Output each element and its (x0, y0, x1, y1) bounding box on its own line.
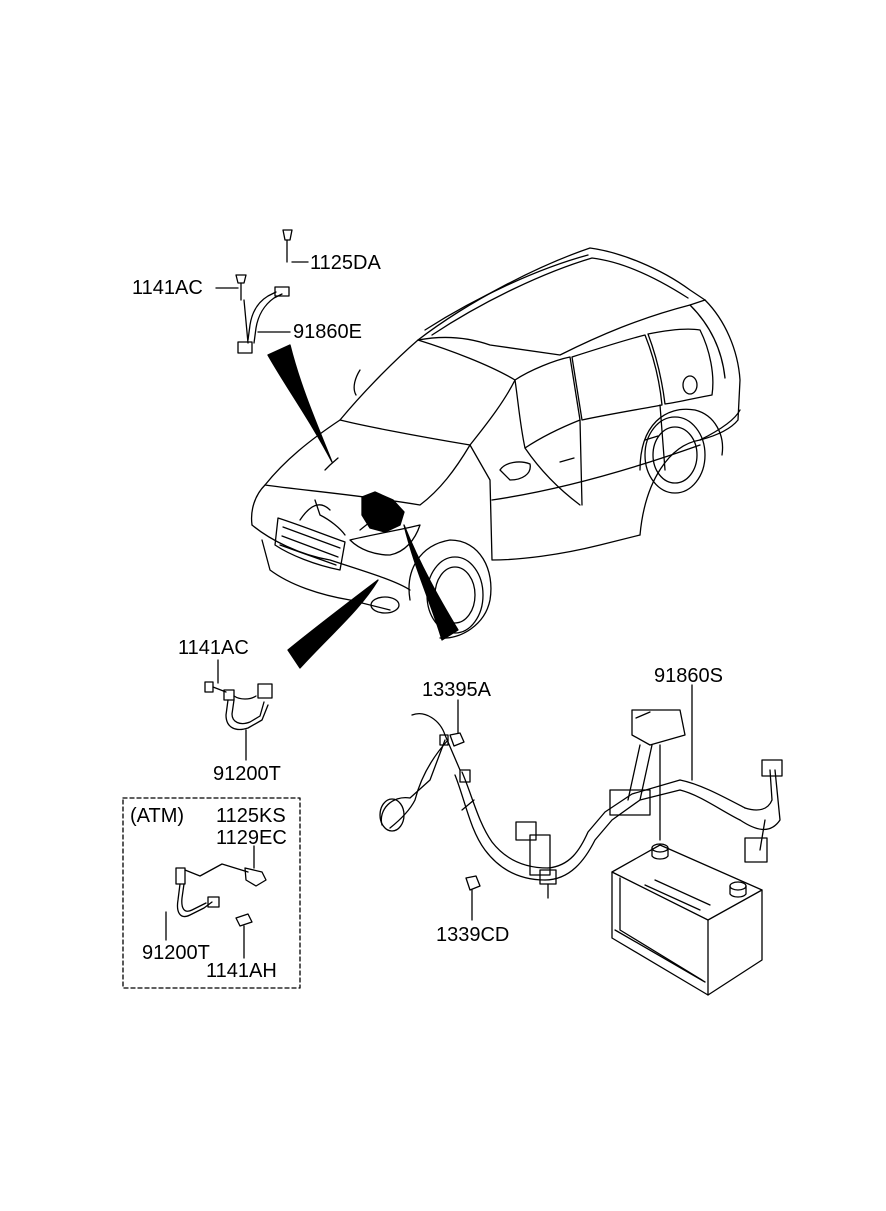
engine-bay-battery-icon (361, 491, 405, 533)
ground-cable-91860e (235, 229, 293, 354)
pointer-left (287, 579, 379, 669)
nut-1339cd-icon (465, 875, 481, 891)
label-1141ac-mid: 1141AC (178, 637, 249, 659)
atm-variant-box (122, 797, 301, 989)
label-1141ac-top: 1141AC (132, 277, 203, 299)
ground-cable-91200t (204, 681, 273, 731)
label-1141ah: 1141AH (206, 960, 277, 982)
battery-harness-91860s (379, 709, 783, 899)
label-91860s: 91860S (654, 665, 723, 687)
atm-ground-cable (175, 863, 267, 927)
label-1125ks: 1125KS (216, 805, 286, 827)
label-91200t: 91200T (213, 763, 281, 785)
pointer-top (267, 344, 333, 463)
label-1339cd: 1339CD (436, 924, 510, 946)
label-13395a: 13395A (422, 679, 491, 701)
label-1129ec: 1129EC (216, 827, 287, 849)
pointer-right (403, 524, 459, 641)
label-atm: (ATM) (130, 805, 185, 827)
battery-icon (611, 843, 763, 996)
label-91200t-atm: 91200T (142, 942, 210, 964)
nut-13395a-icon (449, 732, 465, 747)
label-1125da: 1125DA (310, 252, 381, 274)
label-91860e: 91860E (293, 321, 362, 343)
